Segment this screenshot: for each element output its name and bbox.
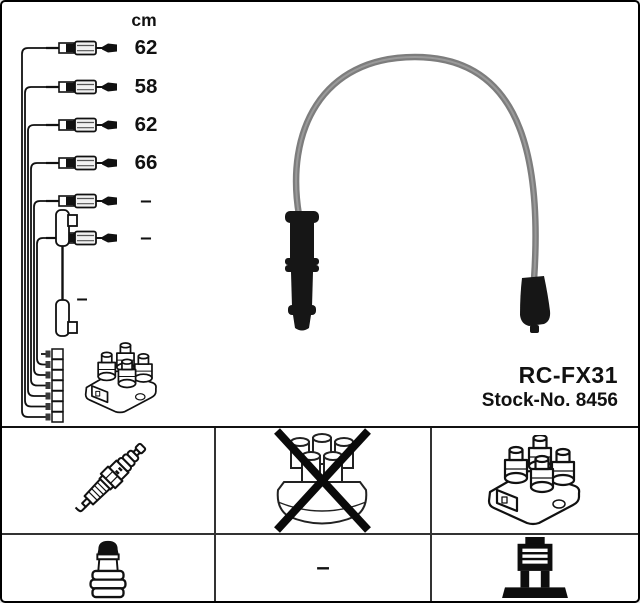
cable-length-value: – (140, 189, 152, 212)
loose-cable-length: – (76, 288, 88, 310)
grid-divider (430, 428, 432, 601)
loose-elbow-cable (55, 209, 78, 337)
plug-terminal-nut-icon (89, 540, 127, 599)
spark-plug-icon (74, 442, 147, 512)
legend-cell-spark-plug (2, 428, 214, 533)
straight-plug-boot (285, 211, 319, 331)
cable-length-value: – (140, 226, 152, 249)
unit-header: cm (131, 10, 157, 30)
cable-length-value: 58 (134, 75, 158, 98)
distributor-cap-crossed-icon (274, 428, 371, 533)
coil-on-plug-icon (502, 537, 568, 599)
legend-cell-empty: – (316, 554, 330, 581)
coil-terminal-stack (45, 348, 64, 423)
ignition-wire-photo (285, 53, 551, 333)
wire-arc (292, 53, 539, 281)
product-stock-number: Stock-No. 8456 (481, 389, 618, 411)
cable-length-value: 66 (134, 151, 158, 174)
legend-grid: – (2, 426, 638, 601)
grid-divider (214, 428, 216, 601)
grid-divider (2, 533, 638, 535)
product-model: RC-FX31 (518, 362, 618, 388)
product-label-block: RC-FX31 Stock-No. 8456 (482, 362, 618, 412)
harness-bracket-lines (21, 47, 48, 418)
cable-harness-diagram (21, 40, 157, 423)
legend-cell-coil-on-plug (432, 535, 638, 601)
legend-cell-no-distributor (216, 428, 430, 533)
legend-cell-terminal-nut (2, 535, 214, 601)
ignition-coil-pack-icon (487, 434, 581, 525)
legend-cell-coil-pack (432, 428, 638, 533)
cable-length-value: 62 (134, 36, 158, 59)
cone-plug-boot (520, 276, 551, 333)
coil-pack-drawing (84, 342, 157, 414)
cable-length-value: 62 (134, 113, 158, 136)
